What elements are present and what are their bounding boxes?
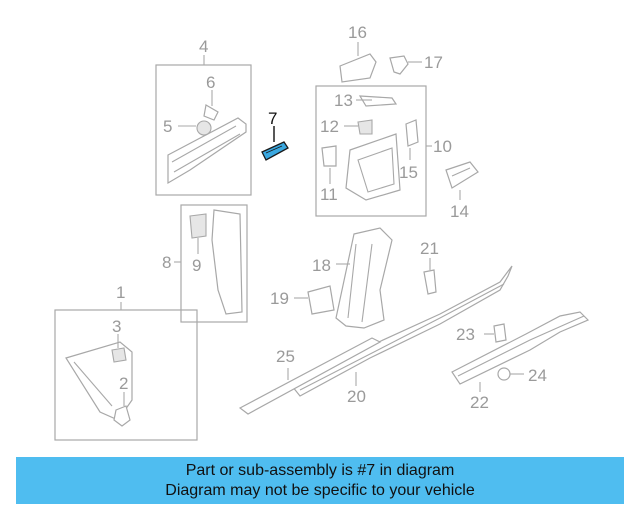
callout-12: 12: [320, 117, 339, 136]
nut-24: [497, 367, 511, 381]
callout-2: 2: [119, 374, 128, 393]
callout-20: 20: [347, 387, 366, 406]
group-box-1: [54, 309, 198, 441]
clip-5: [196, 120, 212, 136]
clip-6: [203, 104, 219, 121]
part-group-21: [423, 258, 437, 295]
callout-labels: 1 2 3 4 5 6 7 8 9 10 11 12 13 14 15 16 1…: [112, 23, 547, 412]
part-group-8: [174, 204, 248, 323]
callout-14: 14: [450, 202, 469, 221]
bolt-21: [423, 269, 437, 295]
banner-line-1: Part or sub-assembly is #7 in diagram: [185, 461, 455, 479]
highlighted-part-7[interactable]: [261, 141, 289, 161]
anchor-15: [405, 119, 419, 147]
callout-15: 15: [399, 163, 418, 182]
callout-23: 23: [456, 325, 475, 344]
parts-diagram: 1 2 3 4 5 6 7 8 9 10 11 12 13 14 15 16 1…: [54, 23, 590, 441]
callout-17: 17: [424, 53, 443, 72]
callout-11: 11: [320, 185, 338, 204]
scuff-plate-25: [238, 337, 382, 415]
part-group-14: [445, 161, 479, 200]
clip-9: [189, 213, 207, 239]
callout-21: 21: [420, 239, 439, 258]
group-box-8: [180, 204, 248, 323]
bolt-13: [358, 95, 398, 107]
callout-5: 5: [163, 117, 172, 136]
part-group-4: [155, 55, 252, 196]
pillar-trim-upper: [167, 117, 247, 185]
callout-1: 1: [116, 283, 125, 302]
part-group-25: [238, 337, 382, 415]
callout-22: 22: [470, 393, 489, 412]
clip-3: [111, 347, 127, 363]
callout-19: 19: [270, 289, 289, 308]
bracket-22: [451, 311, 590, 385]
callout-6: 6: [206, 73, 215, 92]
callout-13: 13: [334, 91, 353, 110]
group-box-10: [315, 85, 427, 217]
banner-line-2: Diagram may not be specific to your vehi…: [165, 481, 475, 499]
pillar-trim-lower: [211, 209, 243, 315]
part-group-20: [291, 265, 513, 397]
clip-19: [307, 285, 335, 315]
clip-11: [321, 145, 337, 167]
part-7-highlighted[interactable]: [261, 126, 289, 161]
callout-25: 25: [276, 347, 295, 366]
part-group-10: [315, 85, 432, 217]
callout-18: 18: [312, 256, 331, 275]
callout-3: 3: [112, 317, 121, 336]
callout-16: 16: [348, 23, 367, 42]
callout-9: 9: [192, 256, 201, 275]
part-group-1: [54, 302, 198, 441]
callout-8: 8: [162, 253, 171, 272]
clip-2: [113, 405, 131, 427]
switch-16: [339, 53, 377, 83]
bolt-23: [493, 323, 507, 343]
part-group-16-17: [339, 42, 422, 83]
callout-4: 4: [199, 37, 208, 56]
b-pillar-lower-trim: [335, 227, 393, 329]
part-group-19: [294, 285, 335, 315]
part-group-22: [451, 311, 590, 392]
callout-10: 10: [433, 137, 452, 156]
callout-24: 24: [528, 366, 547, 385]
screw-17: [389, 55, 409, 75]
info-banner: Part or sub-assembly is #7 in diagram Di…: [16, 457, 624, 504]
callout-7[interactable]: 7: [268, 109, 277, 128]
sill-trim-20: [291, 265, 513, 397]
part-group-18: [335, 227, 393, 329]
cover-14: [445, 161, 479, 189]
clip-12: [357, 119, 373, 135]
